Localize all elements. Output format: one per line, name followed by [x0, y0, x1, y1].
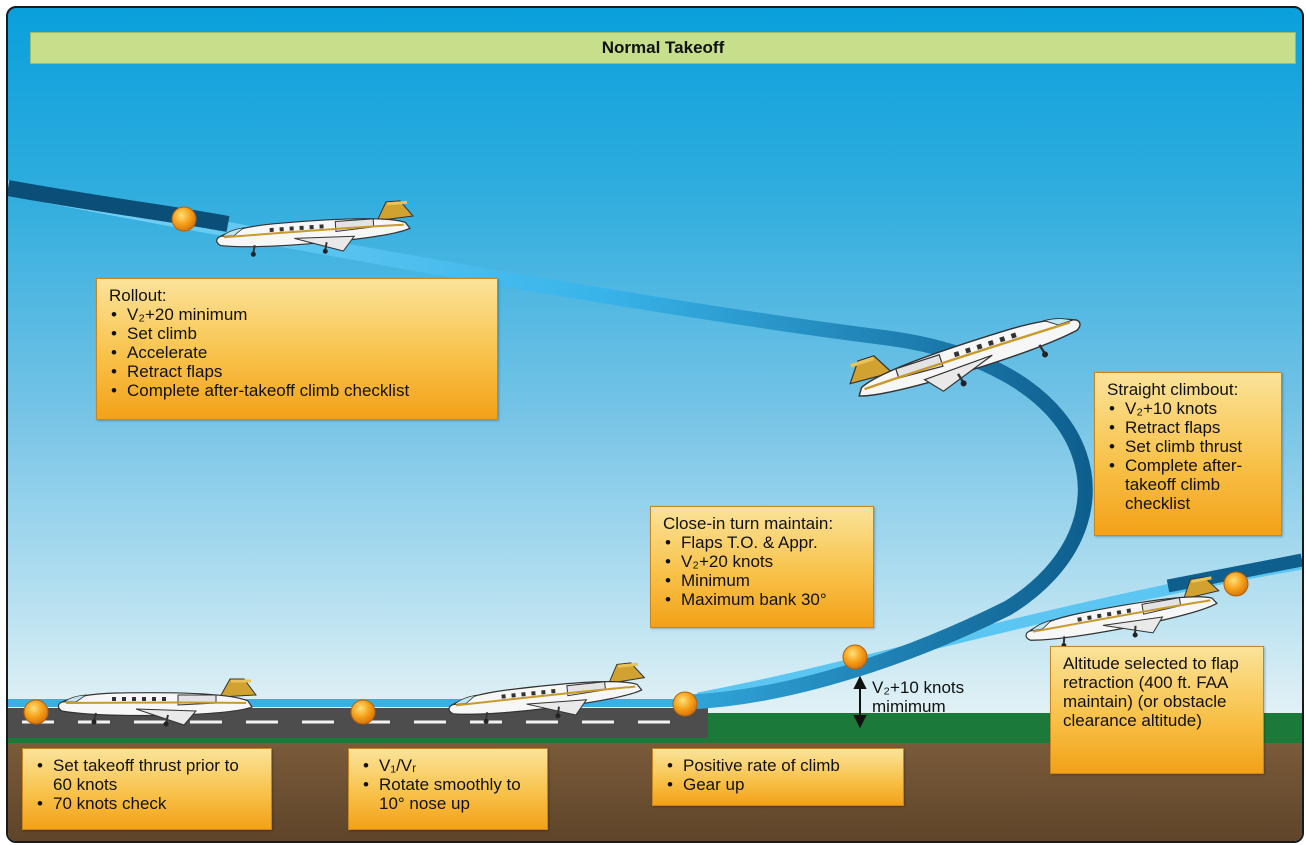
note-positive-rate: Positive rate of climb Gear up	[652, 748, 904, 806]
list-item: Minimum	[663, 571, 863, 590]
marker-v2-10	[842, 644, 868, 670]
marker-positive-rate	[672, 691, 698, 717]
note-altitude-selected: Altitude selected to flap retraction (40…	[1050, 646, 1264, 774]
list-item: V₂+20 knots	[663, 552, 863, 571]
diagram-frame: Normal Takeoff Rollout: V₂+20 minimum Se…	[6, 6, 1304, 843]
altitude-arrow	[853, 675, 867, 729]
ground-roll-path	[8, 699, 688, 707]
list-item: Set takeoff thrust prior to 60 knots	[35, 756, 261, 794]
list-item: Set climb	[109, 324, 487, 343]
v2-label-line1: V₂+10 knots	[872, 678, 965, 697]
note-heading: Rollout:	[109, 286, 167, 305]
list-item: Flaps T.O. & Appr.	[663, 533, 863, 552]
marker-rollout	[171, 206, 197, 232]
list-item: Retract flaps	[109, 362, 487, 381]
marker-rotate	[350, 699, 376, 725]
note-rollout: Rollout: V₂+20 minimum Set climb Acceler…	[96, 278, 498, 420]
list-item: Complete after-takeoff climb checklist	[109, 381, 487, 400]
marker-climbout	[1223, 571, 1249, 597]
diagram-title: Normal Takeoff	[30, 32, 1296, 64]
note-set-thrust: Set takeoff thrust prior to 60 knots 70 …	[22, 748, 272, 830]
list-item: Complete after-takeoff climb checklist	[1107, 456, 1271, 513]
list-item: 70 knots check	[35, 794, 261, 813]
list-item: Gear up	[665, 775, 893, 794]
list-item: Retract flaps	[1107, 418, 1271, 437]
note-rotate: V₁/Vᵣ Rotate smoothly to 10° nose up	[348, 748, 548, 830]
note-text: Altitude selected to flap retraction (40…	[1063, 654, 1239, 730]
v2-label-line2: mimimum	[872, 697, 946, 716]
list-item: Maximum bank 30°	[663, 590, 863, 609]
v2-altitude-label: V₂+10 knots mimimum	[872, 678, 964, 716]
list-item: V₂+10 knots	[1107, 399, 1271, 418]
list-item: V₂+20 minimum	[109, 305, 487, 324]
list-item: Accelerate	[109, 343, 487, 362]
marker-set-thrust	[23, 699, 49, 725]
list-item: Rotate smoothly to 10° nose up	[361, 775, 537, 813]
note-close-in-turn: Close-in turn maintain: Flaps T.O. & App…	[650, 506, 874, 628]
note-straight-climbout: Straight climbout: V₂+10 knots Retract f…	[1094, 372, 1282, 536]
list-item: V₁/Vᵣ	[361, 756, 537, 775]
list-item: Positive rate of climb	[665, 756, 893, 775]
position-markers	[23, 206, 1249, 725]
turning-flight-path	[8, 180, 1093, 710]
list-item: Set climb thrust	[1107, 437, 1271, 456]
note-heading: Close-in turn maintain:	[663, 514, 834, 533]
note-heading: Straight climbout:	[1107, 380, 1239, 399]
